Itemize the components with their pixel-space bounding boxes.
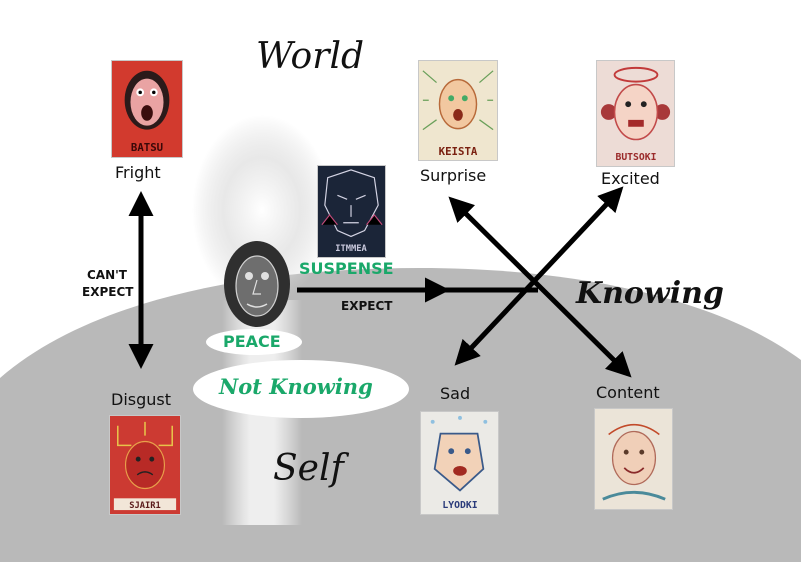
- peace-picture: [223, 240, 291, 328]
- cant-expect-label: CAN'T EXPECT: [82, 267, 134, 301]
- fright-face-icon: BATSU: [112, 61, 182, 157]
- excited-picture: BUTSOKI: [596, 60, 675, 167]
- surprise-label: Surprise: [420, 166, 487, 185]
- surprise-picture: KEISTA: [418, 60, 498, 161]
- surprise-picture-caption: KEISTA: [439, 145, 478, 158]
- cant-expect-lower-label: EXPECT: [82, 285, 134, 299]
- disgust-picture: SJAIR1: [109, 415, 181, 515]
- disgust-label: Disgust: [111, 390, 172, 409]
- disgust-picture-caption: SJAIR1: [129, 501, 161, 511]
- fright-picture: BATSU: [111, 60, 183, 158]
- suspense-face-icon: ITMMEA: [318, 166, 385, 257]
- content-face-icon: [595, 409, 672, 509]
- heading-knowing: Knowing: [576, 276, 724, 311]
- surprise-face-icon: KEISTA: [419, 61, 497, 160]
- peace-face-icon: [224, 241, 290, 327]
- content-label: Content: [596, 383, 660, 402]
- sad-picture: LYODKI: [420, 411, 499, 515]
- heading-self: Self: [273, 448, 344, 489]
- sad-picture-caption: LYODKI: [442, 500, 477, 511]
- fright-picture-caption: BATSU: [131, 141, 163, 154]
- peace-oval: [206, 329, 302, 355]
- not-knowing-oval: [193, 360, 409, 418]
- sad-face-icon: LYODKI: [421, 412, 498, 514]
- heading-world: World: [256, 36, 364, 77]
- suspense-picture-caption: ITMMEA: [335, 244, 367, 254]
- excited-picture-caption: BUTSOKI: [615, 152, 656, 163]
- disgust-face-icon: SJAIR1: [110, 416, 180, 514]
- excited-label: Excited: [601, 169, 660, 188]
- excited-face-icon: BUTSOKI: [597, 61, 674, 166]
- cant-label: CAN'T: [87, 268, 127, 282]
- expect-label: EXPECT: [341, 299, 393, 313]
- mist-glow-top: [192, 115, 332, 305]
- peace-label: PEACE: [223, 332, 281, 351]
- content-picture: [594, 408, 673, 510]
- fright-label: Fright: [115, 163, 161, 182]
- suspense-label: SUSPENSE: [299, 259, 394, 278]
- sad-label: Sad: [440, 384, 471, 403]
- arrow-excited-sad: [454, 186, 624, 366]
- not-knowing-label: Not Knowing: [219, 374, 373, 399]
- suspense-picture: ITMMEA: [317, 165, 386, 258]
